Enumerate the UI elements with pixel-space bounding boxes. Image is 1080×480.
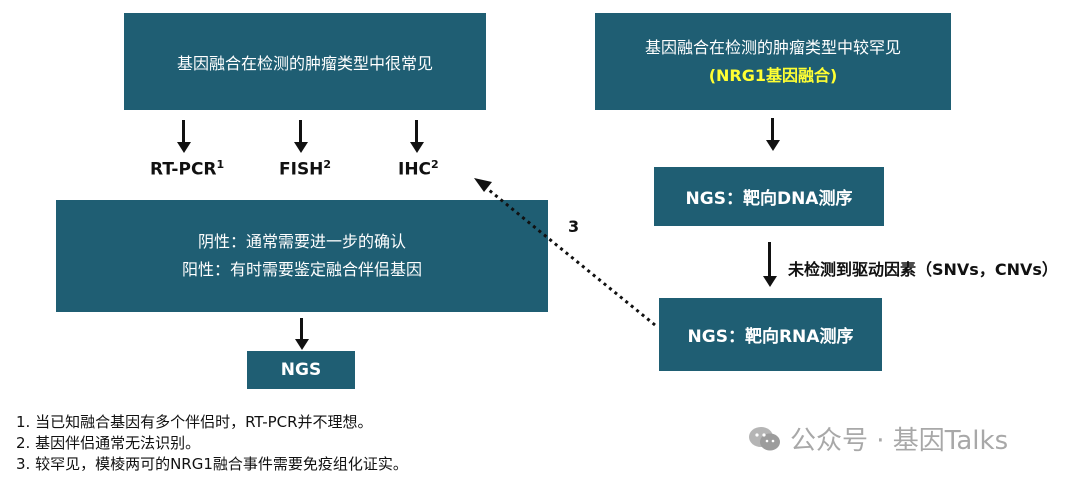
footnote-3: 3. 较罕见，模棱两可的NRG1融合事件需要免疫组化证实。 <box>16 455 408 473</box>
arrow-to-rtpcr <box>182 120 185 144</box>
rare-fusion-box: 基因融合在检测的肿瘤类型中较罕见 (NRG1基因融合) <box>595 13 951 110</box>
footnote-2: 2. 基因伴侣通常无法识别。 <box>16 434 201 452</box>
rna-seq-text: NGS：靶向RNA测序 <box>687 327 854 347</box>
dotted-arrow-head <box>474 178 492 192</box>
method-ihc-sup: 2 <box>431 158 439 171</box>
footnote-1: 1. 当已知融合基因有多个伴侣时，RT-PCR并不理想。 <box>16 413 373 431</box>
result-negative-text: 阴性：通常需要进一步的确认 <box>197 232 406 251</box>
no-driver-label: 未检测到驱动因素（SNVs，CNVs） <box>788 260 1058 279</box>
ngs-box: NGS <box>247 351 355 389</box>
arrow-to-rna-box <box>768 242 771 278</box>
common-fusion-text: 基因融合在检测的肿瘤类型中很常见 <box>176 53 433 73</box>
method-rtpcr-sup: 1 <box>216 158 225 171</box>
result-box: 阴性：通常需要进一步的确认 阳性：有时需要鉴定融合伴侣基因 <box>56 200 548 312</box>
method-fish-sup: 2 <box>323 158 332 171</box>
method-rtpcr-name: RT-PCR <box>150 159 217 180</box>
method-ihc-name: IHC <box>398 159 432 180</box>
arrow-to-dna-box <box>771 118 774 142</box>
dotted-arrow-line <box>483 184 656 327</box>
watermark: 公众号 · 基因Talks <box>748 420 1008 457</box>
ngs-text: NGS <box>280 360 322 380</box>
dotted-arrow-label: 3 <box>568 217 580 236</box>
dna-seq-box: NGS：靶向DNA测序 <box>654 167 884 226</box>
arrow-to-fish <box>299 120 302 144</box>
method-fish-name: FISH <box>279 159 324 180</box>
nrg1-highlight-text: (NRG1基因融合) <box>708 65 838 85</box>
arrow-to-ihc <box>415 120 418 144</box>
wechat-icon <box>749 426 780 450</box>
common-fusion-box: 基因融合在检测的肿瘤类型中很常见 <box>124 13 486 110</box>
footnotes: 1. 当已知融合基因有多个伴侣时，RT-PCR并不理想。 2. 基因伴侣通常无法… <box>16 412 408 475</box>
result-positive-text: 阳性：有时需要鉴定融合伴侣基因 <box>181 260 422 279</box>
watermark-text: 公众号 · 基因Talks <box>790 426 1009 456</box>
dna-seq-text: NGS：靶向DNA测序 <box>685 189 853 209</box>
rna-seq-box: NGS：靶向RNA测序 <box>659 298 882 371</box>
arrow-to-ngs <box>300 318 303 341</box>
method-ihc: IHC2 <box>398 158 439 180</box>
method-fish: FISH2 <box>279 158 331 180</box>
method-rtpcr: RT-PCR1 <box>150 158 224 180</box>
rare-fusion-text: 基因融合在检测的肿瘤类型中较罕见 <box>644 37 901 57</box>
